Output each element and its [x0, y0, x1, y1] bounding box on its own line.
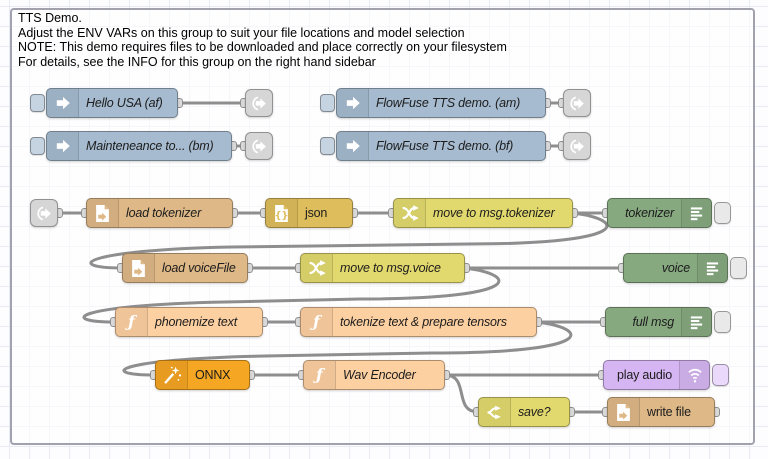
function-phonemize-node[interactable]: ƒ phonemize text	[115, 307, 263, 337]
shuffle-icon	[394, 199, 426, 227]
json-parser-node[interactable]: {} json	[265, 198, 353, 228]
node-label: save?	[518, 405, 551, 419]
wire-function-wav-encoder-to-switch-save[interactable]	[443, 373, 480, 414]
switch-save-node[interactable]: save?	[478, 397, 570, 427]
inject-flowfuse-am-button[interactable]	[320, 94, 335, 112]
change-move-voice-node[interactable]: move to msg.voice	[300, 253, 465, 283]
link-arrow-icon	[569, 90, 586, 116]
wand-icon	[156, 361, 188, 389]
debug-tokenizer-node[interactable]: tokenizer	[607, 198, 731, 228]
inject-arrow-icon	[47, 89, 79, 117]
file-load-tokenizer-node[interactable]: load tokenizer	[86, 198, 233, 228]
node-label: phonemize text	[155, 315, 237, 329]
inject-arrow-icon	[47, 132, 79, 160]
node-label: ONNX	[195, 368, 231, 382]
node-label: Mainteneance to... (bm)	[86, 139, 214, 153]
play-audio-button[interactable]	[712, 364, 729, 386]
debug-voice-button[interactable]	[730, 257, 747, 279]
inject-flowfuse-bf-node[interactable]: FlowFuse TTS demo. (bf)	[320, 131, 546, 161]
node-label: voice	[661, 261, 690, 275]
link-out-1-node[interactable]	[245, 89, 273, 117]
fork-icon	[479, 398, 511, 426]
node-label: tokenizer	[625, 206, 674, 220]
debug-list-icon	[681, 199, 711, 227]
node-label: load voiceFile	[162, 261, 236, 275]
inject-flowfuse-am-node[interactable]: FlowFuse TTS demo. (am)	[320, 88, 546, 118]
file-write-node[interactable]: write file	[607, 397, 715, 427]
link-in-1-node[interactable]	[30, 199, 58, 227]
inject-maintenance-node[interactable]: Mainteneance to... (bm)	[30, 131, 232, 161]
file-icon	[87, 199, 119, 227]
link-arrow-icon	[251, 90, 268, 116]
inject-hello-usa-button[interactable]	[30, 94, 45, 112]
shuffle-icon	[301, 254, 333, 282]
wire-change-move-voice-to-function-phonemize[interactable]	[82, 266, 501, 324]
onnx-node[interactable]: ONNX	[155, 360, 250, 390]
node-label: FlowFuse TTS demo. (bf)	[376, 139, 514, 153]
link-arrow-icon	[251, 133, 268, 159]
svg-text:{}: {}	[275, 210, 289, 221]
change-move-tokenizer-node[interactable]: move to msg.tokenizer	[393, 198, 573, 228]
group-label-line: Adjust the ENV VARs on this group to sui…	[18, 25, 465, 40]
link-out-4-node[interactable]	[563, 132, 591, 160]
play-audio-node[interactable]: play audio	[603, 360, 729, 390]
group-label-line: TTS Demo.	[18, 11, 82, 25]
node-label: FlowFuse TTS demo. (am)	[376, 96, 521, 110]
node-label: json	[305, 206, 328, 220]
group-label-line: For details, see the INFO for this group…	[18, 54, 376, 69]
debug-full-msg-node[interactable]: full msg	[605, 307, 731, 337]
node-label: Hello USA (af)	[86, 96, 163, 110]
node-label: move to msg.tokenizer	[433, 206, 555, 220]
link-arrow-icon	[569, 133, 586, 159]
file-load-voicefile-node[interactable]: load voiceFile	[122, 253, 248, 283]
node-label: full msg	[632, 315, 675, 329]
file-icon	[123, 254, 155, 282]
json-icon: {}	[266, 199, 298, 227]
inject-hello-usa-node[interactable]: Hello USA (af)	[30, 88, 178, 118]
inject-flowfuse-bf-button[interactable]	[320, 137, 335, 155]
wire-change-move-tokenizer-to-file-load-voicefile[interactable]	[89, 211, 609, 270]
debug-list-icon	[697, 254, 727, 282]
node-label: write file	[647, 405, 691, 419]
function-f-icon: ƒ	[301, 308, 333, 336]
debug-tokenizer-button[interactable]	[714, 202, 731, 224]
inject-arrow-icon	[337, 132, 369, 160]
function-wav-encoder-node[interactable]: ƒ Wav Encoder	[303, 360, 445, 390]
node-label: Wav Encoder	[343, 368, 416, 382]
inject-arrow-icon	[337, 89, 369, 117]
link-out-2-node[interactable]	[563, 89, 591, 117]
node-label: play audio	[617, 368, 672, 382]
function-f-icon: ƒ	[304, 361, 336, 389]
debug-voice-node[interactable]: voice	[623, 253, 747, 283]
function-f-icon: ƒ	[116, 308, 148, 336]
group-label-line: NOTE: This demo requires files to be dow…	[18, 40, 507, 55]
function-tokenize-node[interactable]: ƒ tokenize text & prepare tensors	[300, 307, 537, 337]
node-label: tokenize text & prepare tensors	[340, 315, 507, 329]
wire-function-tokenize-to-onnx[interactable]	[122, 320, 573, 377]
group-label: TTS Demo.Adjust the ENV VARs on this gro…	[18, 11, 507, 69]
link-out-3-node[interactable]	[245, 132, 273, 160]
debug-list-icon	[681, 308, 711, 336]
inject-maintenance-button[interactable]	[30, 137, 45, 155]
node-label: load tokenizer	[126, 206, 202, 220]
file-icon	[608, 398, 640, 426]
node-label: move to msg.voice	[340, 261, 441, 275]
debug-full-msg-button[interactable]	[714, 311, 731, 333]
sound-waves-icon	[679, 361, 709, 389]
link-arrow-icon	[36, 200, 53, 226]
